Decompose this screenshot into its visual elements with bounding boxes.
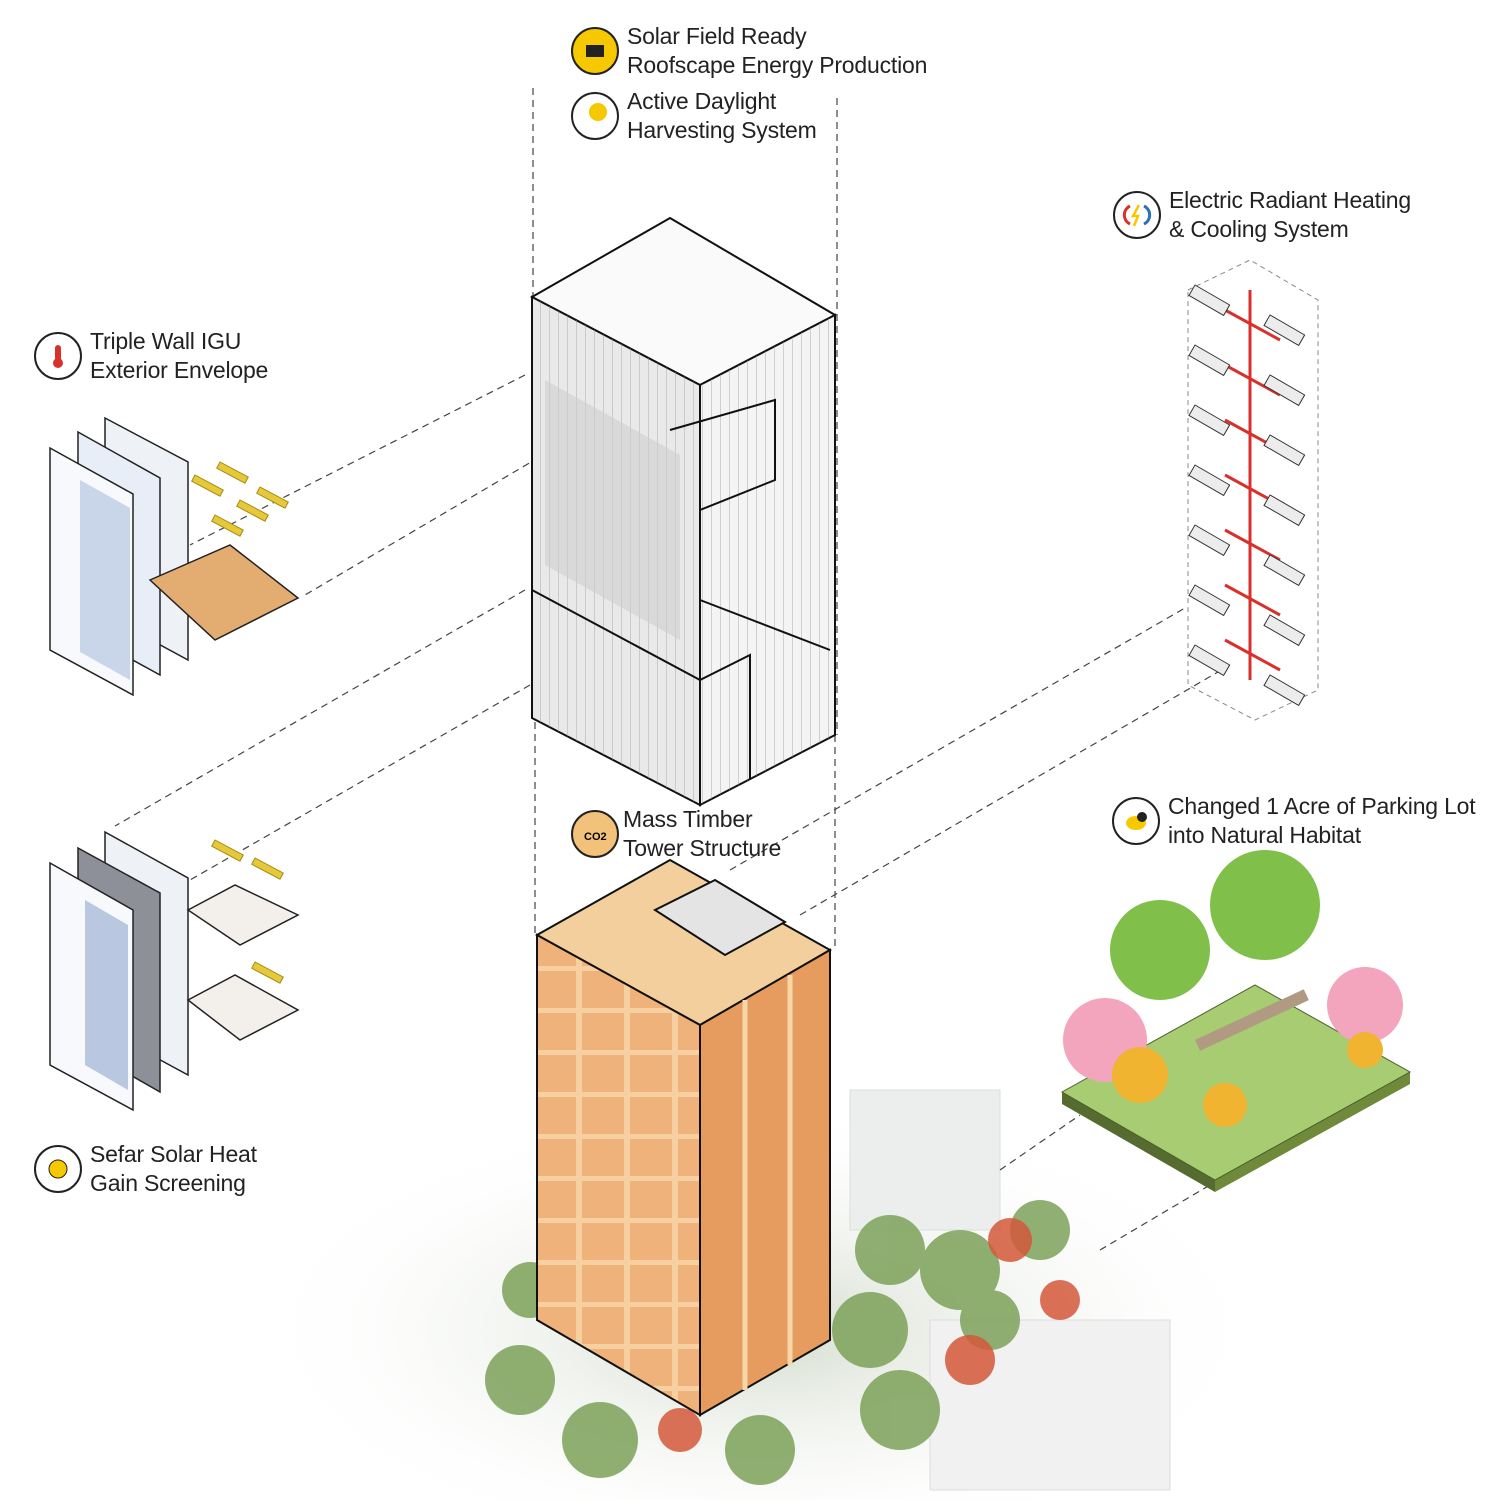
triple-wall-igu-panels [49,416,300,697]
igu-line1: Triple Wall IGU [90,328,242,354]
radiant-line1: Electric Radiant Heating [1169,187,1411,213]
timber-line1: Mass Timber [623,806,753,832]
habitat-line2: into Natural Habitat [1168,822,1361,848]
radiant-heating-cooling-system [1187,259,1319,721]
sefar-line2: Gain Screening [90,1170,246,1196]
habitat-line1: Changed 1 Acre of Parking Lot [1168,793,1476,819]
solar-field-line2: Roofscape Energy Production [627,52,928,78]
co2-footprint-icon: CO2 [571,810,619,858]
sun-cloud-icon [571,92,619,140]
svg-text:CO2: CO2 [584,831,607,843]
heating-cooling-icon [1113,191,1161,239]
label-radiant: Electric Radiant Heating & Cooling System [1113,186,1411,244]
radiant-line2: & Cooling System [1169,216,1349,242]
daylight-line2: Harvesting System [627,117,817,143]
sun-icon [34,1145,82,1193]
mass-timber-tower [534,858,833,1417]
glass-facade-tower [529,216,838,807]
sefar-line1: Sefar Solar Heat [90,1141,257,1167]
solar-panel-icon [571,27,619,75]
label-igu: Triple Wall IGU Exterior Envelope [34,327,268,385]
solar-screening-panels [49,830,300,1112]
bird-icon [1112,797,1160,845]
timber-line2: Tower Structure [623,835,782,861]
igu-line2: Exterior Envelope [90,357,269,383]
solar-field-line1: Solar Field Ready [627,23,807,49]
natural-habitat-park-block [1060,850,1412,1192]
daylight-line1: Active Daylight [627,88,777,114]
thermometer-icon [34,332,82,380]
label-habitat: Changed 1 Acre of Parking Lot into Natura… [1112,792,1476,850]
